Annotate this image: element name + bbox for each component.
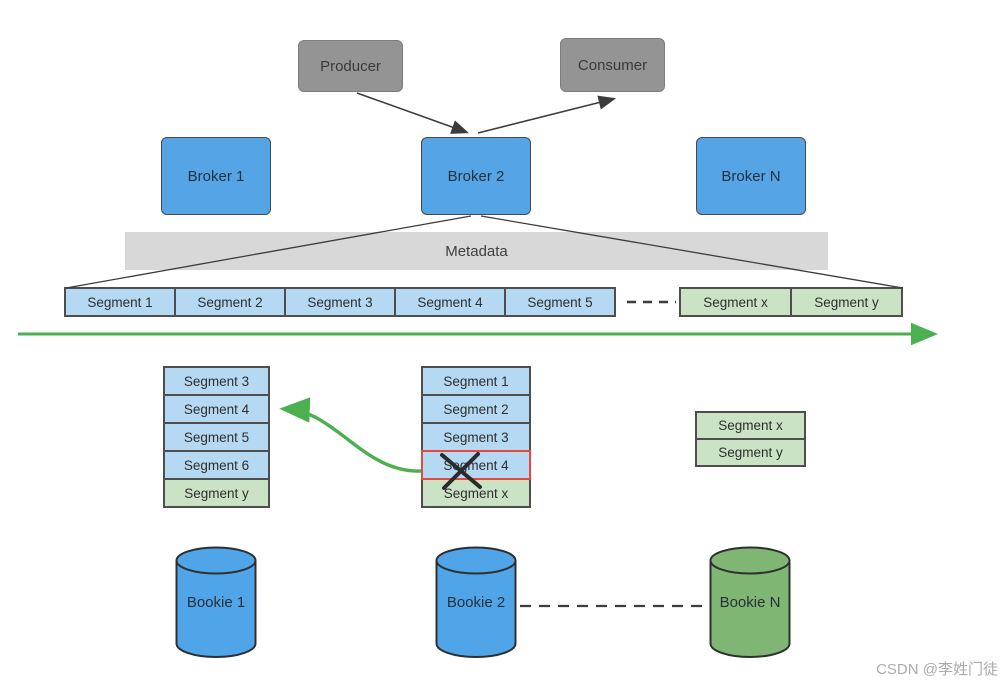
topic-segment-row-blue: Segment 1 Segment 2 Segment 3 Segment 4 … [64,287,616,317]
broker-2-box: Broker 2 [421,137,531,215]
topic-segment-row-green: Segment x Segment y [679,287,903,317]
bookie2-segment-x: Segment x [421,478,531,508]
topic-segment-1: Segment 1 [64,287,176,317]
broker-n-box: Broker N [696,137,806,215]
segment-recovery-arrow [279,397,422,473]
metadata-bar: Metadata [125,232,828,270]
broker-1-box: Broker 1 [161,137,271,215]
bookie1-segment-4: Segment 4 [163,394,270,424]
topic-segment-x: Segment x [679,287,792,317]
broker2-to-consumer-arrow [477,95,617,134]
cylinder-shape-green [709,546,791,658]
bookie-n-label: Bookie N [719,594,781,611]
bookie2-segment-1: Segment 1 [421,366,531,396]
producer-box: Producer [298,40,403,92]
topic-segment-5: Segment 5 [504,287,616,317]
bookie-1-cylinder: Bookie 1 [175,546,257,659]
bookie-2-segment-stack: Segment 1 Segment 2 Segment 3 Segment 4 … [421,366,531,508]
csdn-watermark: CSDN @李姓门徒 [876,661,998,678]
bookie1-segment-5: Segment 5 [163,422,270,452]
bookie1-segment-y: Segment y [163,478,270,508]
bookie-n-cylinder: Bookie N [709,546,791,659]
bookie1-segment-6: Segment 6 [163,450,270,480]
producer-to-broker2-arrow [356,92,470,134]
bookieN-segment-x: Segment x [695,411,806,440]
bookie2-segment-4-failed: Segment 4 [421,450,531,480]
cylinder-shape-blue [435,546,517,658]
bookie-2-label: Bookie 2 [446,594,506,611]
consumer-box: Consumer [560,38,665,92]
bookie1-segment-3: Segment 3 [163,366,270,396]
topic-segment-y: Segment y [790,287,903,317]
bookie-n-segment-stack: Segment x Segment y [695,411,806,467]
bookie2-segment-3: Segment 3 [421,422,531,452]
topic-segment-2: Segment 2 [174,287,286,317]
bookie2-segment-2: Segment 2 [421,394,531,424]
topic-segment-4: Segment 4 [394,287,506,317]
cylinder-shape-blue [175,546,257,658]
bookie-1-segment-stack: Segment 3 Segment 4 Segment 5 Segment 6 … [163,366,270,508]
bookieN-segment-y: Segment y [695,438,806,467]
bookie-1-label: Bookie 1 [186,594,246,611]
topic-segment-3: Segment 3 [284,287,396,317]
bookie-2-cylinder: Bookie 2 [435,546,517,659]
